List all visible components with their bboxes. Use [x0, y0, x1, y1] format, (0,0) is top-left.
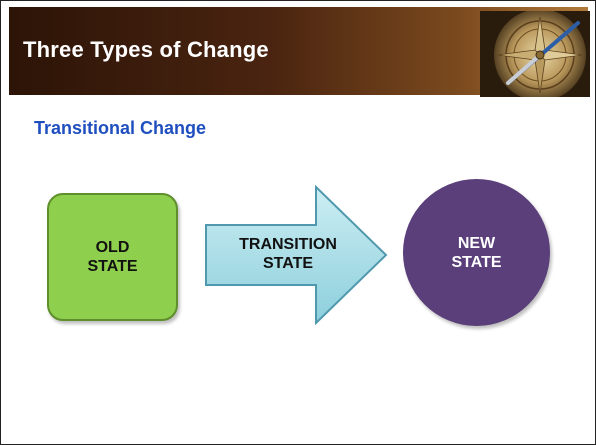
old-state-box: OLD STATE [47, 193, 178, 321]
section-subtitle: Transitional Change [34, 118, 207, 138]
transition-state-line1: TRANSITION [239, 236, 337, 253]
transition-arrow [205, 185, 388, 325]
new-state-line1: NEW [457, 234, 496, 252]
new-state-label: NEW STATE [451, 234, 501, 272]
header-bar: Three Types of Change [9, 7, 590, 97]
transition-state-label: TRANSITION STATE [204, 235, 372, 273]
compass-icon [480, 11, 590, 97]
new-state-circle: NEW STATE [403, 179, 550, 326]
slide-title: Three Types of Change [23, 37, 269, 62]
old-state-line1: OLD [95, 239, 130, 256]
old-state-label: OLD STATE [87, 238, 137, 276]
new-state-line2: STATE [451, 253, 502, 271]
transition-state-line2: STATE [262, 255, 314, 272]
old-state-line2: STATE [87, 258, 138, 275]
